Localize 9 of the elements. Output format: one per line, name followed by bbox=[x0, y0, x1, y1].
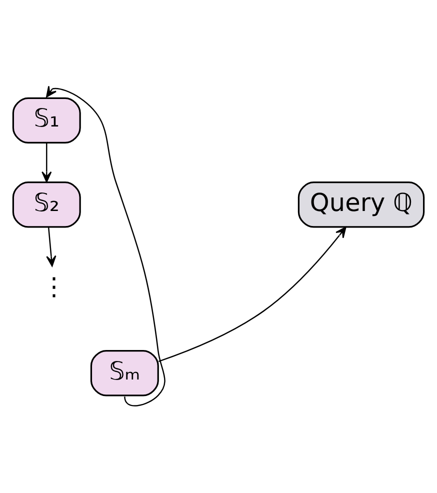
node-text: ⋮ bbox=[42, 272, 66, 301]
node-box: Query ℚ bbox=[298, 181, 425, 228]
arrow bbox=[42, 142, 52, 182]
node-box: 𝕊₁ bbox=[12, 96, 81, 144]
arrow bbox=[46, 226, 56, 266]
arrow bbox=[158, 226, 346, 362]
node-box: 𝕊ₘ bbox=[90, 350, 159, 396]
node-box: 𝕊₂ bbox=[12, 181, 81, 228]
arrow bbox=[46, 85, 166, 406]
